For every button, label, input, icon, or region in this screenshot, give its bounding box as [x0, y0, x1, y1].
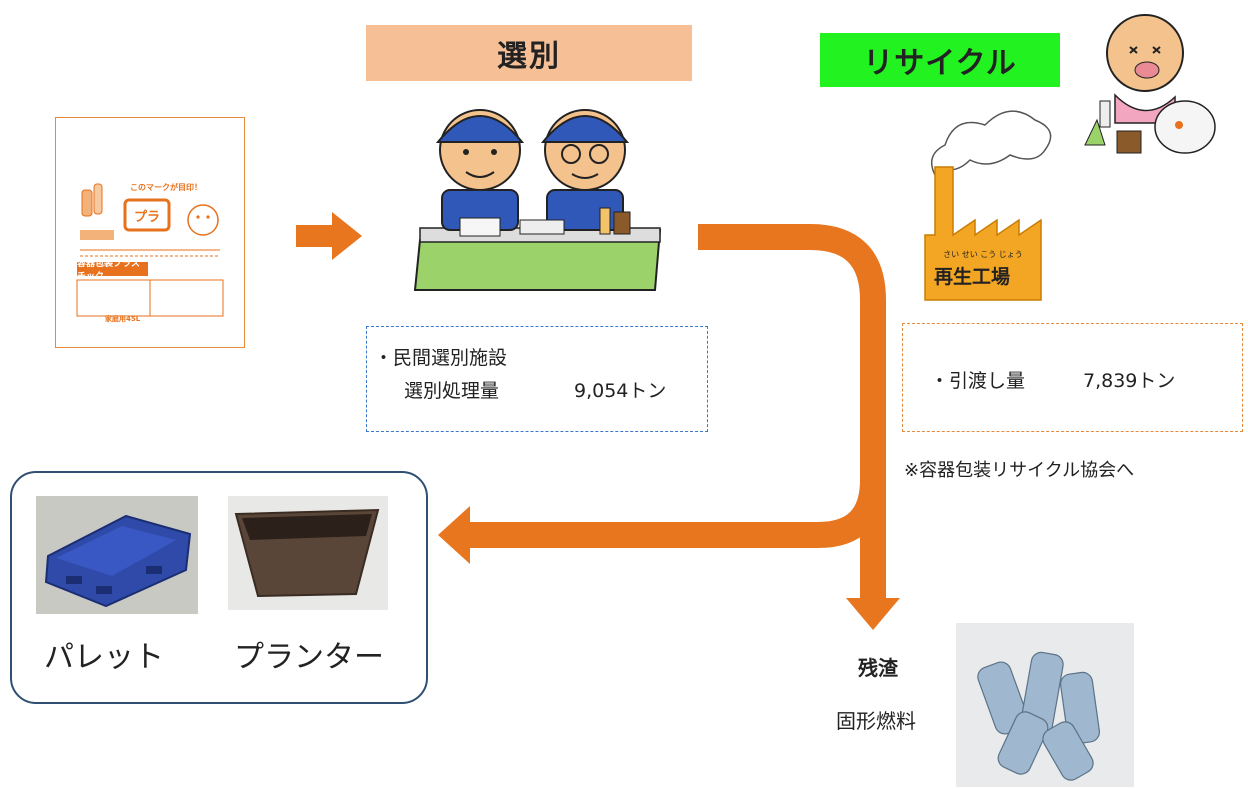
transfer-info-box: [902, 323, 1243, 432]
product-label-planter: プランター: [234, 640, 384, 675]
solid-fuel-photo: [956, 623, 1134, 787]
arrow-bag-to-sorting: [296, 212, 362, 260]
residue-subtitle: 固形燃料: [836, 709, 916, 733]
sorting-workers-illustration: [413, 109, 662, 291]
facility-info-box: [366, 326, 708, 432]
transfer-amount-value: 7,839トン: [1083, 370, 1176, 392]
bag-graphics: プラ: [76, 183, 224, 317]
recycle-label: リサイクル: [820, 33, 1060, 87]
arrow-sorting-flow: [438, 224, 900, 630]
recycled-products-box: [10, 471, 428, 704]
transfer-amount-label: ・引渡し量: [930, 370, 1026, 392]
residue-title: 残渣: [858, 656, 898, 680]
pallet-photo: [36, 496, 198, 614]
bag-label: 容器包装プラスチック: [77, 259, 148, 282]
facility-amount-label: 選別処理量: [404, 380, 500, 402]
factory-name: 再生工場: [934, 266, 1011, 288]
bag-capacity: 家庭用45L: [105, 315, 141, 323]
bag-mark-caption: このマークが目印！: [130, 183, 202, 192]
product-label-pallet: パレット: [44, 640, 164, 675]
planter-photo: [228, 496, 388, 610]
recycle-mark-icon: プラ: [123, 198, 171, 232]
facility-amount-value: 9,054トン: [574, 380, 667, 402]
character-carrying-bag-illustration: [1084, 14, 1216, 154]
svg-text:さい せい こう じょう: さい せい こう じょう: [943, 250, 1023, 259]
facility-name: ・民間選別施設: [374, 347, 508, 369]
recycling-factory-illustration: さい せい こう じょう: [924, 110, 1052, 301]
sorting-label: 選別: [366, 25, 692, 81]
svg-text:プラ: プラ: [134, 210, 160, 225]
transfer-note: ※容器包装リサイクル協会へ: [904, 460, 1135, 481]
